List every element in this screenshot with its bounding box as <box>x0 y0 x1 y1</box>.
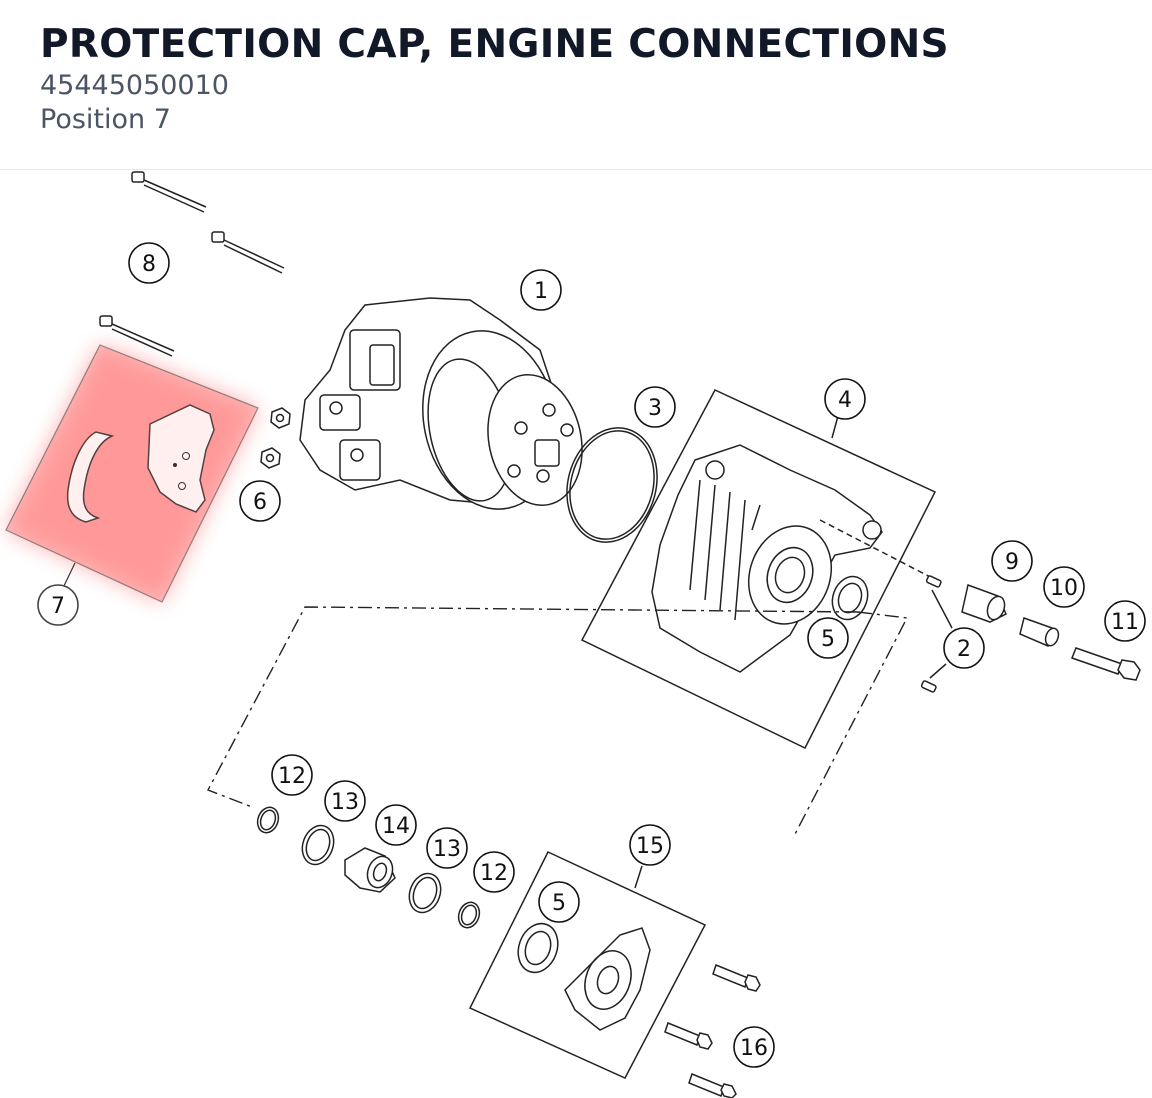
bushing-9 <box>961 584 1007 623</box>
svg-text:5: 5 <box>552 891 566 916</box>
callout-6[interactable]: 6 <box>239 480 281 522</box>
svg-text:5: 5 <box>821 627 835 652</box>
svg-text:12: 12 <box>480 861 508 886</box>
callout-8[interactable]: 8 <box>128 242 170 284</box>
cover-15 <box>468 851 707 1079</box>
svg-text:9: 9 <box>1005 550 1019 575</box>
o-ring-3 <box>566 427 658 543</box>
callout-2[interactable]: 2 <box>943 627 985 669</box>
svg-text:15: 15 <box>636 834 664 859</box>
nuts-6 <box>260 407 291 469</box>
callout-13-left[interactable]: 13 <box>324 780 366 822</box>
callout-13-right[interactable]: 13 <box>426 827 468 869</box>
gearbox-4 <box>580 389 941 749</box>
svg-text:3: 3 <box>648 396 662 421</box>
callout-1[interactable]: 1 <box>520 269 562 311</box>
svg-text:13: 13 <box>433 837 461 862</box>
callout-16[interactable]: 16 <box>733 1026 775 1068</box>
shim-13-left <box>301 824 335 866</box>
callout-11[interactable]: 11 <box>1104 600 1146 642</box>
seal-5-lower <box>517 922 559 974</box>
callout-4[interactable]: 4 <box>824 378 866 420</box>
ring-12-right <box>457 901 481 929</box>
bolt-11 <box>1071 647 1141 681</box>
callout-12-left[interactable]: 12 <box>271 754 313 796</box>
bolts-16 <box>664 964 761 1098</box>
bolt-set-8 <box>99 171 285 357</box>
part-header: PROTECTION CAP, ENGINE CONNECTIONS 45445… <box>0 0 1152 170</box>
svg-text:2: 2 <box>957 637 971 662</box>
callout-7[interactable]: 7 <box>37 584 79 626</box>
svg-text:10: 10 <box>1050 576 1078 601</box>
sleeve-10 <box>1019 617 1060 647</box>
ring-12-left <box>256 806 280 834</box>
part-number: 45445050010 <box>40 70 229 101</box>
callout-5-lower[interactable]: 5 <box>538 881 580 923</box>
svg-text:8: 8 <box>142 252 156 277</box>
assembly-frame <box>207 606 909 839</box>
callout-14[interactable]: 14 <box>375 804 417 846</box>
svg-text:11: 11 <box>1111 610 1139 635</box>
svg-text:7: 7 <box>51 594 65 619</box>
gear-14 <box>344 847 396 893</box>
svg-text:4: 4 <box>838 388 852 413</box>
motor-1 <box>299 297 583 510</box>
svg-text:6: 6 <box>253 490 267 515</box>
seal-5-upper <box>831 575 869 621</box>
callout-5-upper[interactable]: 5 <box>807 617 849 659</box>
exploded-parts-diagram: 1 2 3 4 5 5 6 7 8 9 10 11 <box>0 171 1152 1098</box>
callout-9[interactable]: 9 <box>991 540 1033 582</box>
callout-3[interactable]: 3 <box>634 386 676 428</box>
part-position: Position 7 <box>40 104 171 135</box>
pins-2 <box>920 575 953 693</box>
shim-13-right <box>408 872 442 914</box>
part-7-highlight[interactable] <box>5 344 259 603</box>
callout-15[interactable]: 15 <box>629 824 671 866</box>
callout-12-right[interactable]: 12 <box>473 851 515 893</box>
svg-text:16: 16 <box>740 1036 768 1061</box>
svg-text:1: 1 <box>534 279 548 304</box>
svg-text:14: 14 <box>382 814 410 839</box>
part-title: PROTECTION CAP, ENGINE CONNECTIONS <box>40 22 949 67</box>
callout-10[interactable]: 10 <box>1043 566 1085 608</box>
svg-text:12: 12 <box>278 764 306 789</box>
svg-text:13: 13 <box>331 790 359 815</box>
